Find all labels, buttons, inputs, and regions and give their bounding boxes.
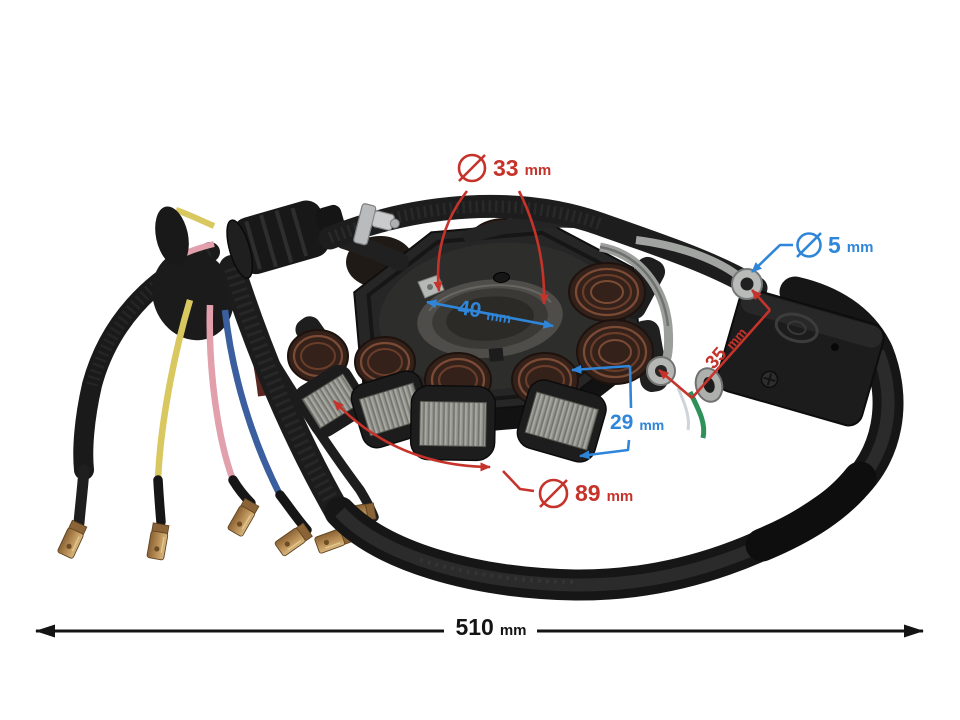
spade-terminal [273, 522, 314, 558]
eyelet-terminal-lower [694, 367, 724, 403]
dimension-outer-diameter: 89 mm [535, 475, 633, 512]
dimension-unit: mm [846, 239, 874, 256]
spade-terminal [146, 522, 171, 561]
coil-bottom-right [511, 352, 607, 463]
spade-terminal [56, 519, 88, 560]
wire-white-right [676, 387, 690, 431]
tape-junction [152, 249, 234, 341]
dimension-unit: mm [606, 487, 634, 505]
rim-hole [493, 271, 510, 283]
box-hole [830, 343, 839, 352]
top-cable [318, 194, 768, 300]
dimension-value: 40 [456, 296, 483, 323]
spade-terminal [226, 497, 260, 538]
dimension-mount-hole-diameter: 5 mm [793, 229, 873, 261]
dimension-overall-length: 510 mm [443, 616, 539, 639]
phillips-screw [760, 370, 779, 389]
dimension-value: 33 [493, 154, 519, 181]
diameter-icon [457, 153, 487, 183]
dimension-lines [35, 190, 924, 638]
wire-yellow [154, 299, 194, 481]
coil-top-right [568, 256, 666, 322]
dimension-unit: mm [639, 417, 665, 433]
coil-left [287, 316, 369, 438]
diameter-icon [538, 478, 569, 509]
tape-wrap-left [155, 206, 189, 266]
dimension-value: 89 [575, 480, 601, 506]
dimension-value: 29 [610, 411, 634, 434]
wire-blue [221, 309, 283, 497]
wire-pink [206, 304, 237, 482]
dimension-coil-width: 29 mm [610, 412, 664, 433]
diameter-icon [796, 232, 822, 258]
hose-clamp [353, 203, 400, 246]
dimension-unit: mm [524, 162, 552, 179]
dimension-inner-diameter: 33 mm [454, 150, 551, 186]
dimension-value: 5 [828, 231, 841, 258]
dimension-unit: mm [499, 621, 527, 639]
wire-stub-yellow [175, 207, 216, 229]
wire-black [73, 464, 90, 529]
tape-wrap [745, 461, 877, 562]
bore-keyway [488, 347, 504, 362]
ignition-box [716, 288, 885, 427]
dimension-value: 510 [455, 614, 494, 640]
dimension-unit: mm [485, 306, 513, 327]
box-emblem [774, 312, 819, 344]
